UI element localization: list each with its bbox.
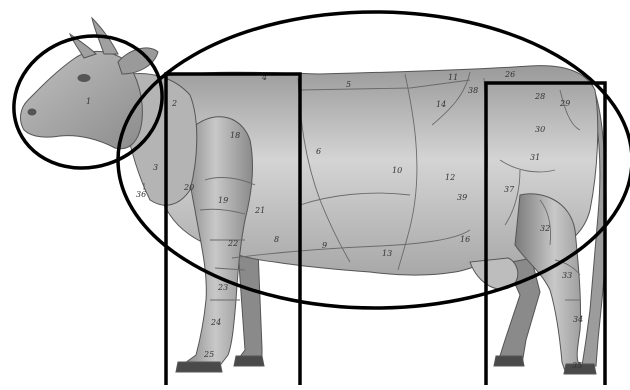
region-label-25: 25: [203, 350, 214, 359]
far-foreleg: [236, 250, 262, 364]
region-label-5: 5: [346, 80, 351, 89]
region-label-26: 26: [504, 70, 515, 79]
region-label-16: 16: [460, 235, 470, 244]
region-label-39: 39: [457, 193, 467, 202]
cow-illustration: [21, 18, 607, 374]
region-label-37: 37: [504, 185, 515, 194]
region-label-23: 23: [217, 283, 228, 292]
region-label-29: 29: [559, 99, 570, 108]
region-label-20: 20: [183, 183, 194, 192]
region-label-14: 14: [436, 100, 446, 109]
region-label-33: 33: [562, 271, 572, 280]
region-label-22: 22: [227, 239, 238, 248]
region-label-32: 32: [540, 224, 550, 233]
region-label-30: 30: [535, 125, 545, 134]
fore-hoof: [176, 362, 222, 372]
nostril: [28, 109, 36, 115]
far-hind-hoof: [494, 356, 524, 366]
region-label-3: 3: [153, 163, 158, 172]
region-label-12: 12: [445, 173, 455, 182]
region-label-24: 24: [210, 318, 221, 327]
region-label-10: 10: [392, 166, 402, 175]
region-label-6: 6: [316, 147, 321, 156]
region-label-21: 21: [254, 206, 265, 215]
region-label-9: 9: [322, 241, 327, 250]
region-label-19: 19: [218, 196, 228, 205]
region-label-1: 1: [86, 97, 91, 106]
far-fore-hoof: [234, 356, 264, 366]
region-label-35: 35: [572, 361, 582, 370]
region-label-34: 34: [573, 315, 583, 324]
region-label-18: 18: [230, 131, 240, 140]
region-label-28: 28: [534, 92, 545, 101]
region-label-2: 2: [171, 99, 177, 108]
eye: [78, 75, 90, 82]
region-label-31: 31: [530, 153, 540, 162]
region-label-11: 11: [448, 73, 458, 82]
region-label-36: 36: [136, 190, 146, 199]
region-label-38: 38: [468, 86, 478, 95]
region-label-13: 13: [382, 249, 392, 258]
region-label-8: 8: [274, 235, 279, 244]
